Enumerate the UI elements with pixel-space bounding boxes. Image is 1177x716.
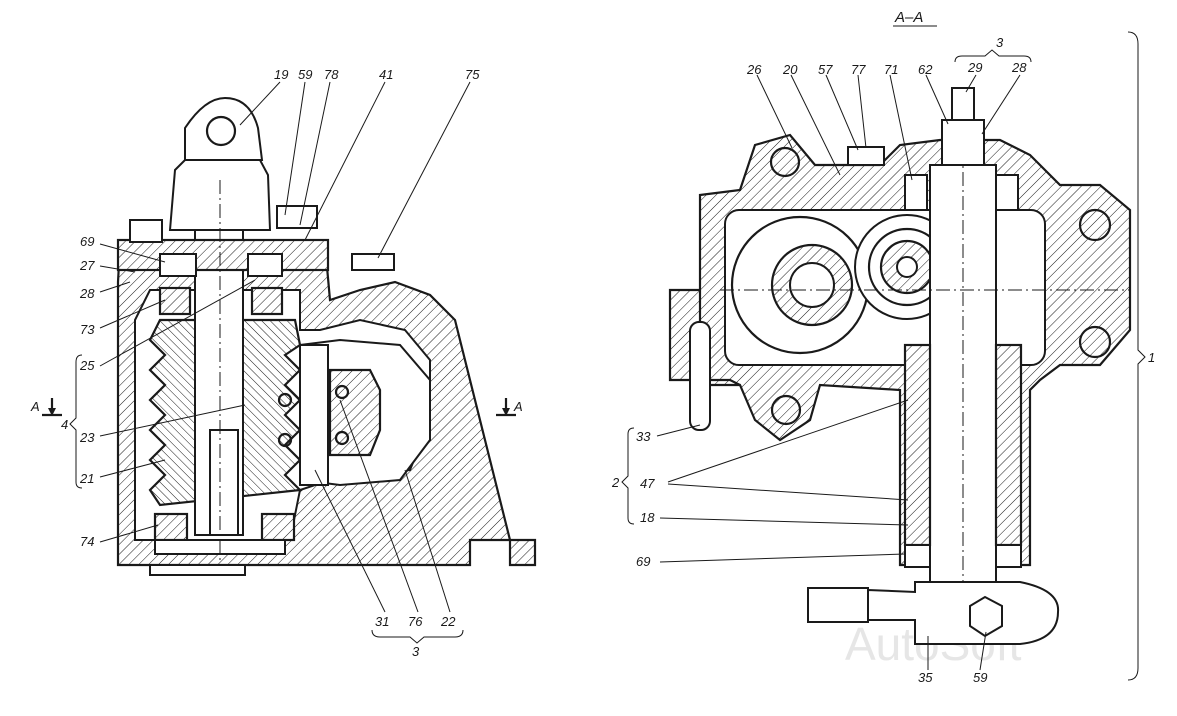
callout-25: 25 <box>79 358 95 373</box>
callout-21: 21 <box>79 471 94 486</box>
shaft-bore <box>209 429 239 536</box>
pin-33 <box>689 321 711 431</box>
plug-75 <box>351 253 395 271</box>
callout-28: 28 <box>1011 60 1027 75</box>
callout-18: 18 <box>640 510 655 525</box>
seal-69-left <box>904 544 931 568</box>
left-sectional-view: A A 4 <box>30 67 537 659</box>
mount-hole-bottom <box>770 394 802 426</box>
bearing-upper-right <box>250 286 284 316</box>
brace-1 <box>1127 31 1146 681</box>
callout-19: 19 <box>274 67 288 82</box>
bearing-lower-right <box>260 512 296 542</box>
bolt-77 <box>847 146 885 166</box>
callout-41: 41 <box>379 67 393 82</box>
bearing-71-right <box>995 174 1019 211</box>
callout-69-right: 69 <box>636 554 650 569</box>
callout-29: 29 <box>967 60 982 75</box>
callout-74: 74 <box>80 534 94 549</box>
sleeve-right <box>994 343 1023 547</box>
brace-3-bottom <box>371 629 464 644</box>
roller-axle <box>299 344 329 486</box>
brace-2 <box>621 427 635 525</box>
bearing-71-left <box>904 174 928 211</box>
bearing-lower-left <box>153 512 189 542</box>
callout-47: 47 <box>640 476 655 491</box>
callout-62: 62 <box>918 62 933 77</box>
callout-23: 23 <box>79 430 95 445</box>
callout-28: 28 <box>79 286 95 301</box>
seal-left <box>159 253 197 277</box>
callout-76: 76 <box>408 614 423 629</box>
group-4-label: 4 <box>61 417 68 432</box>
arm-rod <box>807 587 869 623</box>
shaft-top <box>941 119 985 166</box>
group-2-label: 2 <box>611 475 620 490</box>
pitman-arm <box>867 581 1060 645</box>
top-mount <box>168 159 272 231</box>
mount-hole-upper-right <box>1078 208 1112 242</box>
ball-4 <box>277 432 293 448</box>
callout-71: 71 <box>884 62 898 77</box>
roller-ball-1 <box>334 384 350 400</box>
callout-75: 75 <box>465 67 480 82</box>
section-letter-right: A <box>513 399 523 414</box>
group-3-label: 3 <box>412 644 420 659</box>
top-plate <box>116 238 330 272</box>
nut-59 <box>969 595 1003 638</box>
roller-ball-2 <box>334 430 350 446</box>
callout-27: 27 <box>79 258 95 273</box>
callout-69: 69 <box>80 234 94 249</box>
callout-73: 73 <box>80 322 95 337</box>
ball-3 <box>277 392 293 408</box>
callout-22: 22 <box>440 614 456 629</box>
section-letter-left: A <box>30 399 40 414</box>
callout-78: 78 <box>324 67 339 82</box>
callout-31: 31 <box>375 614 389 629</box>
mount-hole-lower-right <box>1078 325 1112 359</box>
brace-3-top <box>954 49 1032 63</box>
callout-59: 59 <box>298 67 312 82</box>
top-group-label: 3 <box>996 35 1004 50</box>
callout-35: 35 <box>918 670 933 685</box>
shaft-tip <box>951 87 975 121</box>
sector-gear-shaft <box>789 262 835 308</box>
top-eye-hole <box>205 115 237 147</box>
callout-77: 77 <box>851 62 866 77</box>
group-1-label: 1 <box>1148 350 1155 365</box>
top-eye <box>184 96 264 161</box>
seal-69-right <box>995 544 1022 568</box>
bearing-upper-left <box>158 286 192 316</box>
section-marker-right: A <box>496 398 523 417</box>
seal-right <box>247 253 283 277</box>
callout-57: 57 <box>818 62 833 77</box>
bolt-left <box>129 219 163 243</box>
section-marker-left: A <box>30 398 62 417</box>
left-leaders <box>99 81 471 613</box>
callout-33: 33 <box>636 429 651 444</box>
callout-26: 26 <box>746 62 762 77</box>
bottom-plate <box>149 564 246 576</box>
roller-bearing-core <box>896 256 918 278</box>
section-title: А–А <box>894 9 923 26</box>
callout-20: 20 <box>782 62 798 77</box>
right-sectional-view: А–А 3 2 1 26 20 <box>611 9 1155 685</box>
roller-body <box>328 368 382 457</box>
bolt-right <box>276 205 318 229</box>
right-leaders <box>656 74 1021 671</box>
mount-hole-top <box>769 146 801 178</box>
sleeve-left <box>903 343 932 547</box>
callout-59-right: 59 <box>973 670 987 685</box>
brace-4 <box>69 354 83 489</box>
